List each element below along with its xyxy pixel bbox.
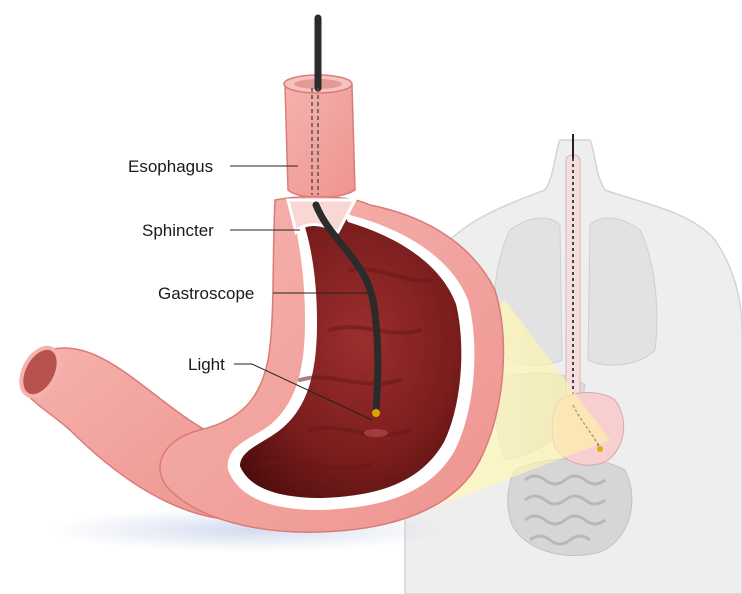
label-esophagus: Esophagus [128,157,298,176]
label-light-text: Light [188,355,225,374]
label-sphincter-text: Sphincter [142,221,214,240]
stomach [14,75,504,532]
gastroscope-light [372,409,380,417]
label-gastroscope-text: Gastroscope [158,284,254,303]
label-esophagus-text: Esophagus [128,157,213,176]
